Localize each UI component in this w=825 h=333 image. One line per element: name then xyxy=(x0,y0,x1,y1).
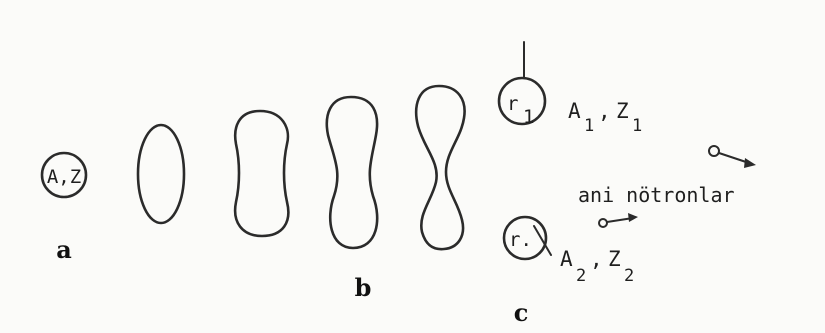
fragment-2-radius-label: r. xyxy=(509,229,532,251)
deformed-nucleus-dumbbell xyxy=(416,86,464,249)
stage-b: b xyxy=(138,86,465,302)
neutron-lower xyxy=(599,213,638,227)
fragment-1-separator: , xyxy=(598,99,611,123)
stage-c: r 1 A 1 , Z 1 r. A 2 , Z 2 ani nötronlar xyxy=(499,42,756,327)
fragment-1-Z-subscript: 1 xyxy=(632,116,642,136)
fragment-1-radius-label: r xyxy=(507,93,518,115)
fragment-1-radius-subscript: 1 xyxy=(523,106,534,128)
neutron-lower-arrowhead xyxy=(628,213,638,222)
fragment-1-circle xyxy=(499,78,545,124)
deformed-nucleus-elongated xyxy=(235,111,288,236)
panel-letter-c: c xyxy=(514,298,529,327)
fragment-2-A-subscript: 2 xyxy=(576,266,586,286)
panel-letter-b: b xyxy=(355,273,372,302)
fragment-1-Z: Z xyxy=(616,99,629,123)
neutrons-label: ani nötronlar xyxy=(578,183,735,207)
fragment-1-A: A xyxy=(568,99,581,123)
neutron-upper xyxy=(709,146,756,168)
fragment-2: r. A 2 , Z 2 xyxy=(504,217,634,286)
neutron-upper-circle xyxy=(709,146,719,156)
fragment-2-A: A xyxy=(560,247,573,271)
stage-a: A,Z a xyxy=(42,153,86,264)
deformed-nucleus-ellipse xyxy=(138,125,184,223)
deformed-nucleus-necking xyxy=(327,97,377,248)
fragment-2-Z-subscript: 2 xyxy=(624,266,634,286)
neutron-lower-circle xyxy=(599,219,607,227)
fragment-2-Z: Z xyxy=(608,247,621,271)
fragment-2-separator: , xyxy=(590,247,603,271)
neutron-upper-arrowhead xyxy=(744,158,756,168)
initial-nucleus-label: A,Z xyxy=(47,166,81,188)
fragment-1: r 1 A 1 , Z 1 xyxy=(499,42,642,136)
panel-letter-a: a xyxy=(56,235,72,264)
fragment-1-A-subscript: 1 xyxy=(584,116,594,136)
